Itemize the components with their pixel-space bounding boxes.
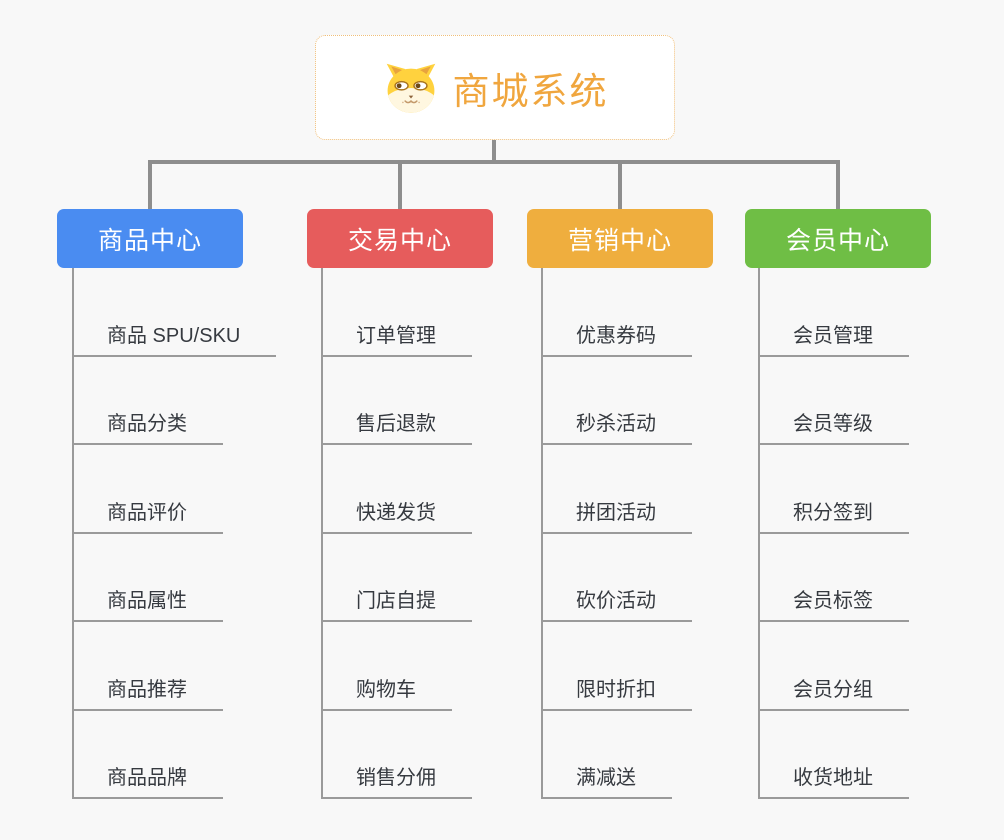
leaf-node: 销售分佣 bbox=[323, 711, 472, 799]
leaf-node: 商品推荐 bbox=[74, 622, 276, 711]
leaf-label[interactable]: 会员分组 bbox=[760, 673, 909, 711]
leaf-node: 购物车 bbox=[323, 622, 472, 711]
leaf-label[interactable]: 优惠券码 bbox=[543, 319, 692, 357]
leaf-label[interactable]: 限时折扣 bbox=[543, 673, 692, 711]
branch-children-trade: 订单管理 售后退款 快递发货 门店自提 购物车 销售分佣 bbox=[321, 268, 472, 799]
branch-node-trade-center[interactable]: 交易中心 bbox=[307, 209, 493, 268]
branch-children-marketing: 优惠券码 秒杀活动 拼团活动 砍价活动 限时折扣 满减送 bbox=[541, 268, 692, 799]
leaf-label[interactable]: 会员管理 bbox=[760, 319, 909, 357]
leaf-label[interactable]: 商品评价 bbox=[74, 496, 223, 534]
leaf-label[interactable]: 收货地址 bbox=[760, 761, 909, 799]
leaf-label[interactable]: 秒杀活动 bbox=[543, 407, 692, 445]
leaf-node: 优惠券码 bbox=[543, 268, 692, 357]
leaf-node: 秒杀活动 bbox=[543, 357, 692, 445]
leaf-label[interactable]: 砍价活动 bbox=[543, 584, 692, 622]
branch-node-product-center[interactable]: 商品中心 bbox=[57, 209, 243, 268]
leaf-label[interactable]: 商品推荐 bbox=[74, 673, 223, 711]
leaf-node: 门店自提 bbox=[323, 534, 472, 622]
leaf-label[interactable]: 商品 SPU/SKU bbox=[74, 319, 277, 357]
leaf-node: 商品分类 bbox=[74, 357, 276, 445]
leaf-label[interactable]: 商品分类 bbox=[74, 407, 223, 445]
leaf-label[interactable]: 门店自提 bbox=[323, 584, 472, 622]
leaf-node: 商品属性 bbox=[74, 534, 276, 622]
connector-root-stem bbox=[492, 139, 496, 164]
branch-label: 会员中心 bbox=[785, 226, 890, 255]
leaf-node: 订单管理 bbox=[323, 268, 472, 357]
leaf-node: 限时折扣 bbox=[543, 622, 692, 711]
root-node[interactable]: 商城系统 bbox=[315, 35, 675, 140]
connector-horizontal-bar bbox=[148, 160, 840, 164]
leaf-label[interactable]: 商品品牌 bbox=[74, 761, 223, 799]
leaf-node: 会员管理 bbox=[760, 268, 909, 357]
leaf-label[interactable]: 拼团活动 bbox=[543, 496, 692, 534]
branch-node-member-center[interactable]: 会员中心 bbox=[745, 209, 931, 268]
leaf-node: 会员标签 bbox=[760, 534, 909, 622]
connector-drop-product bbox=[148, 160, 152, 210]
leaf-label[interactable]: 商品属性 bbox=[74, 584, 223, 622]
branch-children-member: 会员管理 会员等级 积分签到 会员标签 会员分组 收货地址 bbox=[758, 268, 909, 799]
branch-children-product: 商品 SPU/SKU 商品分类 商品评价 商品属性 商品推荐 商品品牌 bbox=[72, 268, 277, 799]
connector-drop-trade bbox=[398, 160, 402, 210]
connector-drop-member bbox=[836, 160, 840, 210]
leaf-label[interactable]: 积分签到 bbox=[760, 496, 909, 534]
connector-drop-marketing bbox=[618, 160, 622, 210]
branch-node-marketing-center[interactable]: 营销中心 bbox=[527, 209, 713, 268]
leaf-node: 砍价活动 bbox=[543, 534, 692, 622]
leaf-label[interactable]: 快递发货 bbox=[323, 496, 472, 534]
dog-face-icon bbox=[382, 61, 440, 115]
leaf-label[interactable]: 购物车 bbox=[323, 673, 452, 711]
leaf-node: 满减送 bbox=[543, 711, 692, 799]
leaf-label[interactable]: 满减送 bbox=[543, 761, 672, 799]
leaf-node: 商品品牌 bbox=[74, 711, 276, 799]
branch-label: 交易中心 bbox=[347, 226, 452, 255]
leaf-node: 拼团活动 bbox=[543, 445, 692, 534]
leaf-node: 积分签到 bbox=[760, 445, 909, 534]
leaf-node: 快递发货 bbox=[323, 445, 472, 534]
branch-label: 商品中心 bbox=[97, 226, 202, 255]
root-title: 商城系统 bbox=[452, 70, 609, 112]
leaf-node: 售后退款 bbox=[323, 357, 472, 445]
leaf-node: 会员等级 bbox=[760, 357, 909, 445]
leaf-label[interactable]: 销售分佣 bbox=[323, 761, 472, 799]
leaf-node: 商品 SPU/SKU bbox=[74, 268, 277, 357]
leaf-label[interactable]: 订单管理 bbox=[323, 319, 472, 357]
leaf-node: 会员分组 bbox=[760, 622, 909, 711]
leaf-label[interactable]: 会员标签 bbox=[760, 584, 909, 622]
leaf-label[interactable]: 售后退款 bbox=[323, 407, 472, 445]
leaf-node: 收货地址 bbox=[760, 711, 909, 799]
leaf-node: 商品评价 bbox=[74, 445, 276, 534]
leaf-label[interactable]: 会员等级 bbox=[760, 407, 909, 445]
branch-label: 营销中心 bbox=[567, 226, 672, 255]
